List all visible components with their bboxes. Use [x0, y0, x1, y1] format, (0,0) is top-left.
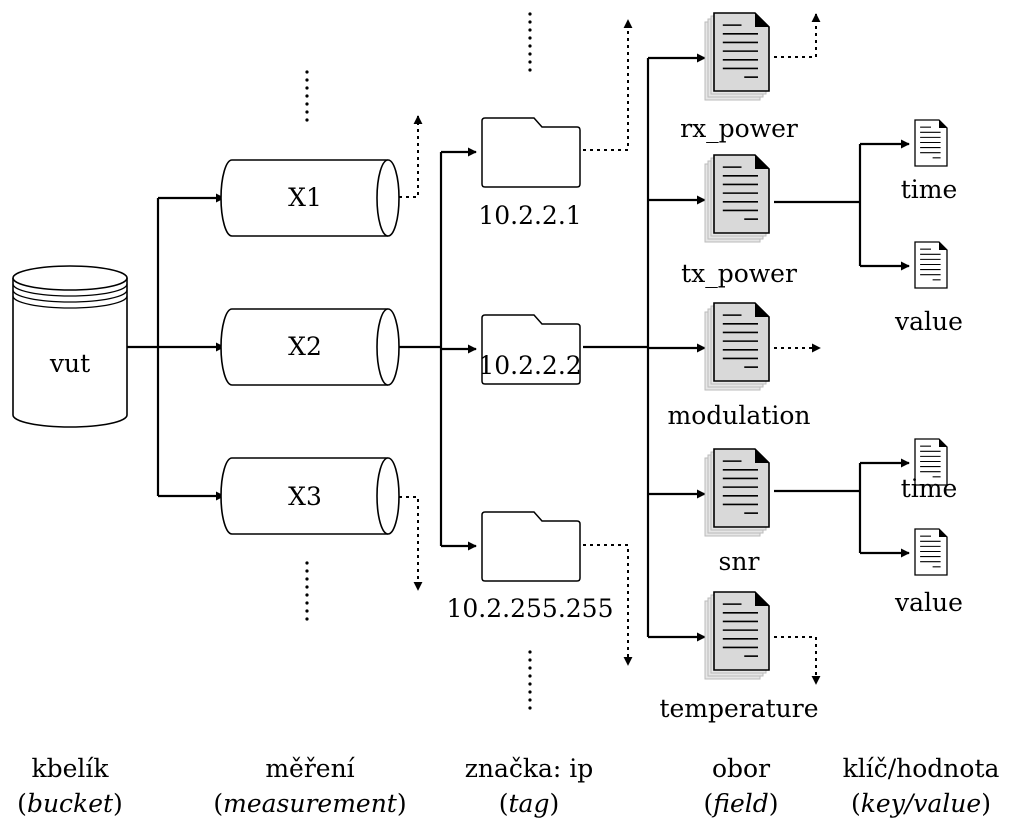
field-label-modulation: modulation	[668, 401, 811, 430]
caption-measurement-term: measurement	[223, 789, 398, 818]
connector-tag1-dotted	[583, 19, 633, 151]
bucket-cylinder-icon	[12, 265, 128, 428]
kv-document-icon-2	[914, 241, 948, 289]
measurement-label-x1: X1	[288, 183, 322, 212]
field-document-icon-4	[704, 448, 770, 537]
caption-bucket-term: bucket	[27, 789, 114, 818]
caption-bucket-line2: (bucket)	[17, 789, 123, 818]
measurement-label-x3: X3	[288, 482, 322, 511]
caption-measurement: měření (measurement)	[213, 754, 406, 818]
bucket-ring	[12, 289, 128, 303]
connector-rx-dotted	[774, 13, 821, 58]
caption-key-value-term: key/value	[861, 789, 981, 818]
kv-document-icon-1	[914, 119, 948, 167]
caption-measurement-line1: měření	[265, 754, 355, 783]
measurement-cylinder-icon-x1	[220, 159, 400, 237]
caption-key-value-line1: klíč/hodnota	[843, 754, 1000, 783]
bucket-ring	[12, 283, 128, 297]
kv-label-value-2: value	[894, 588, 963, 617]
document-corner	[755, 303, 769, 317]
caption-tag-term: tag	[509, 789, 550, 818]
measurement-cylinder-icon-x2-end	[376, 308, 400, 386]
caption-field-term: field	[711, 789, 768, 818]
document-corner	[939, 439, 947, 447]
connector-tag3-dotted	[583, 544, 633, 666]
bucket-body	[12, 278, 128, 428]
measurement-label-x2: X2	[288, 332, 322, 361]
bucket-top	[12, 265, 128, 291]
kv-label-time-1: time	[901, 175, 958, 204]
field-document-icon-2	[704, 154, 770, 243]
field-label-temperature: temperature	[659, 694, 818, 723]
kv-label-value-1: value	[894, 307, 963, 336]
caption-key-value-line2: (key/value)	[851, 789, 991, 818]
field-document-icon-3	[704, 302, 770, 391]
caption-bucket-line1: kbelík	[31, 754, 109, 783]
tag-label-1: 10.2.2.1	[478, 201, 581, 230]
kv-label-time-2: time	[901, 474, 958, 503]
document-page	[713, 12, 770, 92]
connectors	[127, 12, 910, 712]
field-label-tx-power: tx_power	[681, 259, 797, 288]
kv-document-icon-3	[914, 438, 948, 486]
document-corner	[755, 449, 769, 463]
tag-folder-icon-2	[481, 314, 581, 385]
bucket-ring	[12, 295, 128, 309]
tag-label-2: 10.2.2.2	[478, 351, 581, 380]
measurement-cylinder-icon-x3-end	[376, 457, 400, 535]
caption-tag-line2: (tag)	[499, 789, 560, 818]
tag-folder-icon-3-shape	[481, 511, 581, 582]
document-corner	[755, 13, 769, 27]
bucket-label: vut	[49, 349, 90, 378]
tag-label-3: 10.2.255.255	[447, 594, 614, 623]
measurement-cylinder-icon-x1-end	[376, 159, 400, 237]
field-label-snr: snr	[719, 547, 760, 576]
tag-folder-icon-2-shape	[481, 314, 581, 385]
caption-bucket: kbelík (bucket)	[17, 754, 123, 818]
caption-tag-line1: značka: ip	[465, 754, 594, 783]
caption-field: obor (field)	[704, 754, 779, 818]
document-corner	[939, 242, 947, 250]
measurement-cylinder-icon-x2-body	[220, 308, 388, 386]
caption-measurement-line2: (measurement)	[213, 789, 406, 818]
caption-key-value: klíč/hodnota (key/value)	[843, 754, 1000, 818]
caption-field-line1: obor	[712, 754, 770, 783]
document-page	[713, 154, 770, 234]
field-document-icon-5	[704, 591, 770, 680]
field-label-rx-power: rx_power	[680, 114, 798, 143]
kv-document-icon-4	[914, 528, 948, 576]
measurement-cylinder-icon-x1-body	[220, 159, 388, 237]
connector-temperature-dotted	[774, 636, 821, 685]
tag-folder-icon-3	[481, 511, 581, 582]
document-page	[713, 302, 770, 382]
document-corner	[939, 120, 947, 128]
connector-x3-dotted	[399, 496, 423, 591]
document-corner	[939, 529, 947, 537]
document-page	[713, 591, 770, 671]
measurement-cylinder-icon-x2	[220, 308, 400, 386]
connector-x1-dotted	[399, 115, 423, 198]
tag-folder-icon-1	[481, 117, 581, 188]
caption-field-line2: (field)	[704, 789, 779, 818]
document-corner	[755, 592, 769, 606]
document-corner	[755, 155, 769, 169]
measurement-cylinder-icon-x3	[220, 457, 400, 535]
shapes	[12, 12, 948, 680]
document-page	[713, 448, 770, 528]
field-document-icon-1	[704, 12, 770, 101]
caption-tag: značka: ip (tag)	[465, 754, 594, 818]
tag-folder-icon-1-shape	[481, 117, 581, 188]
measurement-cylinder-icon-x3-body	[220, 457, 388, 535]
